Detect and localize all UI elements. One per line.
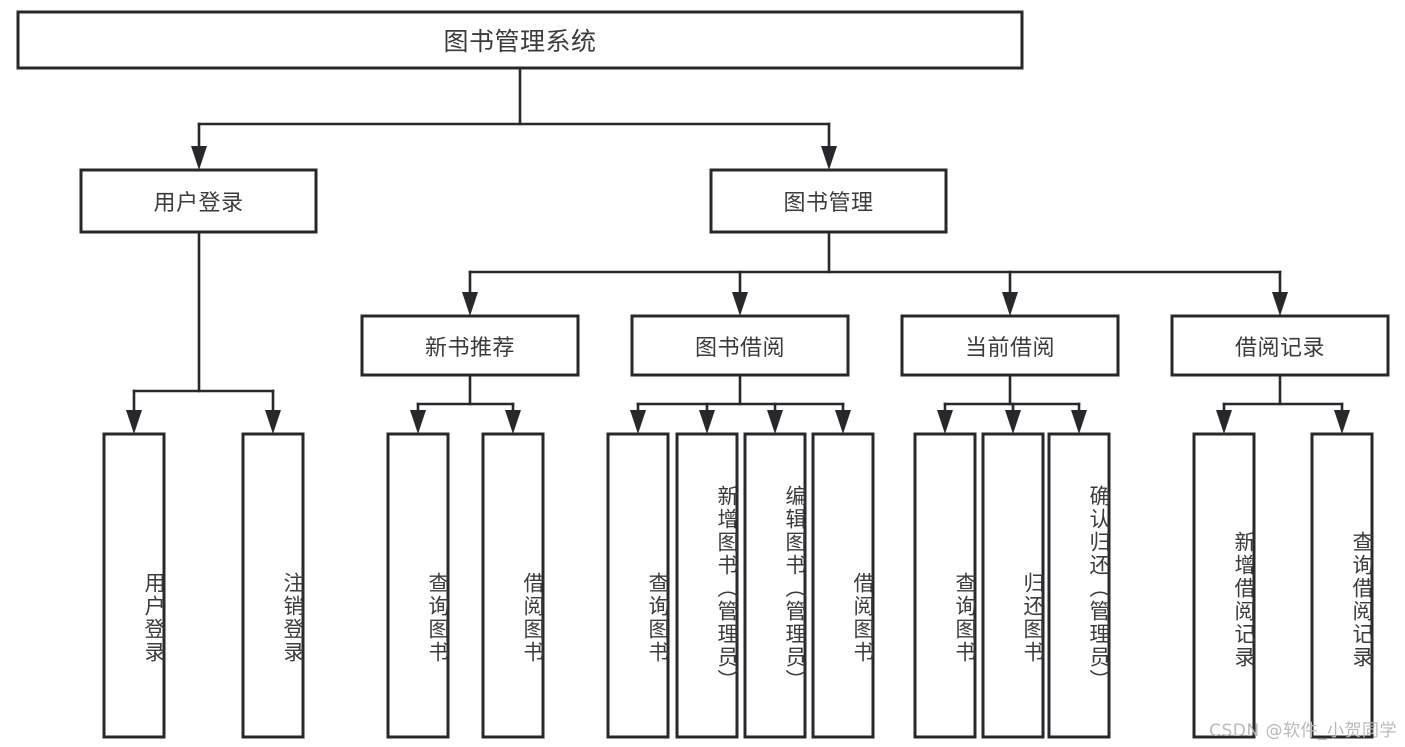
arrow-head-icon (1334, 410, 1350, 434)
arrow-head-icon (505, 410, 521, 434)
connector-userlogin-to-leaves (126, 230, 281, 434)
node-box-user-login[interactable] (79, 168, 318, 234)
connector-currentborrow-to-leaves (937, 373, 1087, 434)
arrow-head-icon (1005, 410, 1021, 434)
connector-borrowrecord-to-leaves (1216, 373, 1350, 434)
leaf-box-query-book-c[interactable] (913, 432, 977, 739)
node-box-borrow-record[interactable] (1170, 314, 1390, 377)
leaf-box-borrow-book-a[interactable] (481, 432, 545, 739)
node-box-book-borrow[interactable] (630, 314, 850, 377)
leaf-box-borrow-book-b[interactable] (811, 432, 875, 739)
node-box-new-book-rec[interactable] (360, 314, 580, 377)
arrow-head-icon (191, 146, 207, 170)
arrow-head-icon (732, 292, 748, 316)
arrow-head-icon (821, 146, 837, 170)
arrow-head-icon (1216, 410, 1232, 434)
arrow-head-icon (1272, 292, 1288, 316)
arrow-head-icon (1071, 410, 1087, 434)
leaf-box-query-book-a[interactable] (386, 432, 450, 739)
arrow-head-icon (767, 410, 783, 434)
arrow-head-icon (462, 292, 478, 316)
arrow-head-icon (937, 410, 953, 434)
leaf-box-confirm-return[interactable] (1047, 432, 1111, 739)
node-box-current-borrow[interactable] (900, 314, 1120, 377)
leaf-box-return-book[interactable] (981, 432, 1045, 739)
leaf-box-logout[interactable] (241, 432, 305, 739)
arrow-head-icon (835, 410, 851, 434)
arrow-head-icon (699, 410, 715, 434)
leaf-box-add-book[interactable] (675, 432, 739, 739)
arrow-head-icon (265, 410, 281, 434)
connector-newbook-to-leaves (410, 373, 521, 434)
node-box-book-mgmt[interactable] (709, 168, 948, 234)
arrow-head-icon (410, 410, 426, 434)
arrow-head-icon (126, 410, 142, 434)
connector-bookborrow-to-leaves (630, 373, 851, 434)
leaf-box-query-book-b[interactable] (606, 432, 670, 739)
arrow-head-icon (630, 410, 646, 434)
node-box-root[interactable] (16, 10, 1024, 70)
connector-bookmgmt-to-level3 (462, 230, 1288, 316)
leaf-box-add-record[interactable] (1192, 432, 1256, 739)
arrow-head-icon (1002, 292, 1018, 316)
leaf-box-query-record[interactable] (1310, 432, 1374, 739)
watermark-text: CSDN @软件_小贺同学 (1209, 721, 1397, 741)
leaf-box-user-login[interactable] (102, 432, 166, 739)
leaf-box-edit-book[interactable] (743, 432, 807, 739)
connector-root-to-level2 (191, 66, 837, 170)
